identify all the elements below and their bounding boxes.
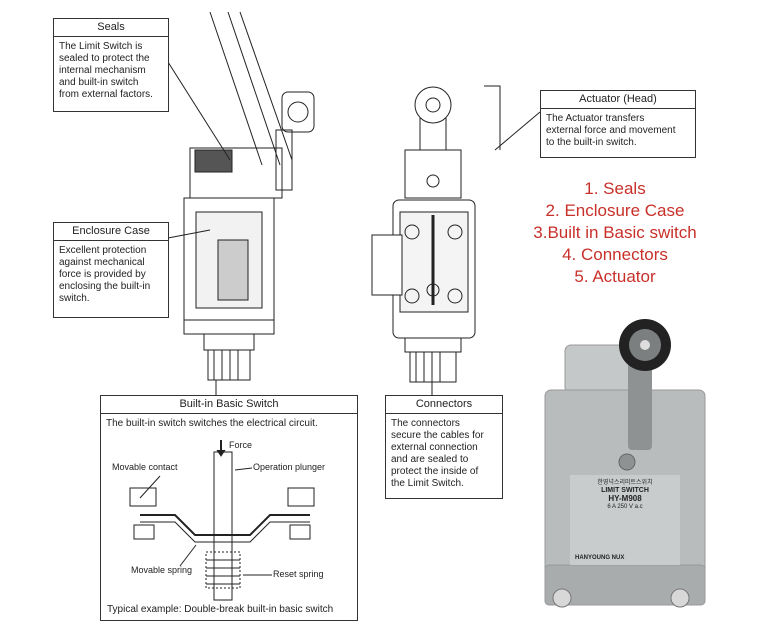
connectors-line: and are sealed to xyxy=(391,454,469,465)
enclosure-line: enclosing the built-in xyxy=(59,281,151,292)
lever-arm-lines xyxy=(209,11,293,166)
seals-title: Seals xyxy=(54,19,168,37)
parts-list-item: 5. Actuator xyxy=(574,267,656,286)
left-connector xyxy=(207,349,251,381)
actuator-line: to the built-in switch. xyxy=(546,137,637,148)
parts-list-item: 2. Enclosure Case xyxy=(545,201,685,220)
actuator-roller xyxy=(414,86,452,124)
product-brand-kr: 한영넉스리미트스위치 xyxy=(597,480,653,486)
actuator-line: The Actuator transfers xyxy=(546,113,645,124)
enclosure-leader xyxy=(167,229,211,239)
seals-line: sealed to protect the xyxy=(59,53,150,64)
connectors-title: Connectors xyxy=(386,396,502,414)
movable-spring-label: Movable spring xyxy=(131,565,193,575)
reset-spring-label: Reset spring xyxy=(273,569,324,579)
parts-list: 1. Seals 2. Enclosure Case 3.Built in Ba… xyxy=(505,178,725,288)
parts-list-item: 4. Connectors xyxy=(562,245,668,264)
actuator-leader xyxy=(494,111,541,151)
enclosure-line: Excellent protection xyxy=(59,245,147,256)
basic-switch-caption: Typical example: Double-break built-in b… xyxy=(107,604,334,615)
product-rating: 6 A 250 V a.c xyxy=(607,504,643,510)
seals-line: from external factors. xyxy=(59,89,153,100)
product-photo xyxy=(544,319,706,608)
parts-list-item: 3.Built in Basic switch xyxy=(533,223,697,242)
parts-list-item: 1. Seals xyxy=(584,179,646,198)
connectors-line: secure the cables for xyxy=(391,430,484,441)
enclosure-line: force is provided by xyxy=(59,269,146,280)
roller-left xyxy=(281,91,315,133)
basic-switch-title: Built-in Basic Switch xyxy=(101,396,357,414)
enclosure-title: Enclosure Case xyxy=(54,223,168,241)
product-maker: HANYOUNG NUX xyxy=(575,555,625,561)
connectors-line: the Limit Switch. xyxy=(391,478,464,489)
product-model: HY-M908 xyxy=(608,494,642,503)
plunger-label: Operation plunger xyxy=(253,462,326,472)
enclosure-callout: Enclosure Case Excellent protection agai… xyxy=(53,222,169,318)
connectors-line: external connection xyxy=(391,442,478,453)
actuator-title: Actuator (Head) xyxy=(541,91,695,109)
seals-callout: Seals The Limit Switch is sealed to prot… xyxy=(53,18,169,112)
product-name: LIMIT SWITCH xyxy=(601,487,649,494)
basic-switch-description: The built-in switch switches the electri… xyxy=(101,414,357,434)
enclosure-line: switch. xyxy=(59,293,90,304)
actuator-callout: Actuator (Head) The Actuator transfers e… xyxy=(540,90,696,158)
connectors-line: The connectors xyxy=(391,418,460,429)
basic-switch-figure xyxy=(129,440,315,601)
movable-contact-label: Movable contact xyxy=(112,462,178,472)
seals-line: The Limit Switch is xyxy=(59,41,143,52)
seals-line: internal mechanism xyxy=(59,65,146,76)
seals-line: and built-in switch xyxy=(59,77,139,88)
connectors-line: protect the inside of xyxy=(391,466,479,477)
basic-switch-callout: Built-in Basic Switch The built-in switc… xyxy=(100,395,358,621)
actuator-line: external force and movement xyxy=(546,125,676,136)
actuator-base xyxy=(404,149,462,199)
right-connector xyxy=(409,351,457,383)
force-label: Force xyxy=(229,440,253,450)
connectors-callout: Connectors The connectors secure the cab… xyxy=(385,395,503,499)
enclosure-line: against mechanical xyxy=(59,257,145,268)
seals-leader xyxy=(167,61,231,161)
product-label: 한영넉스리미트스위치 LIMIT SWITCH HY-M908 6 A 250 … xyxy=(572,479,678,511)
